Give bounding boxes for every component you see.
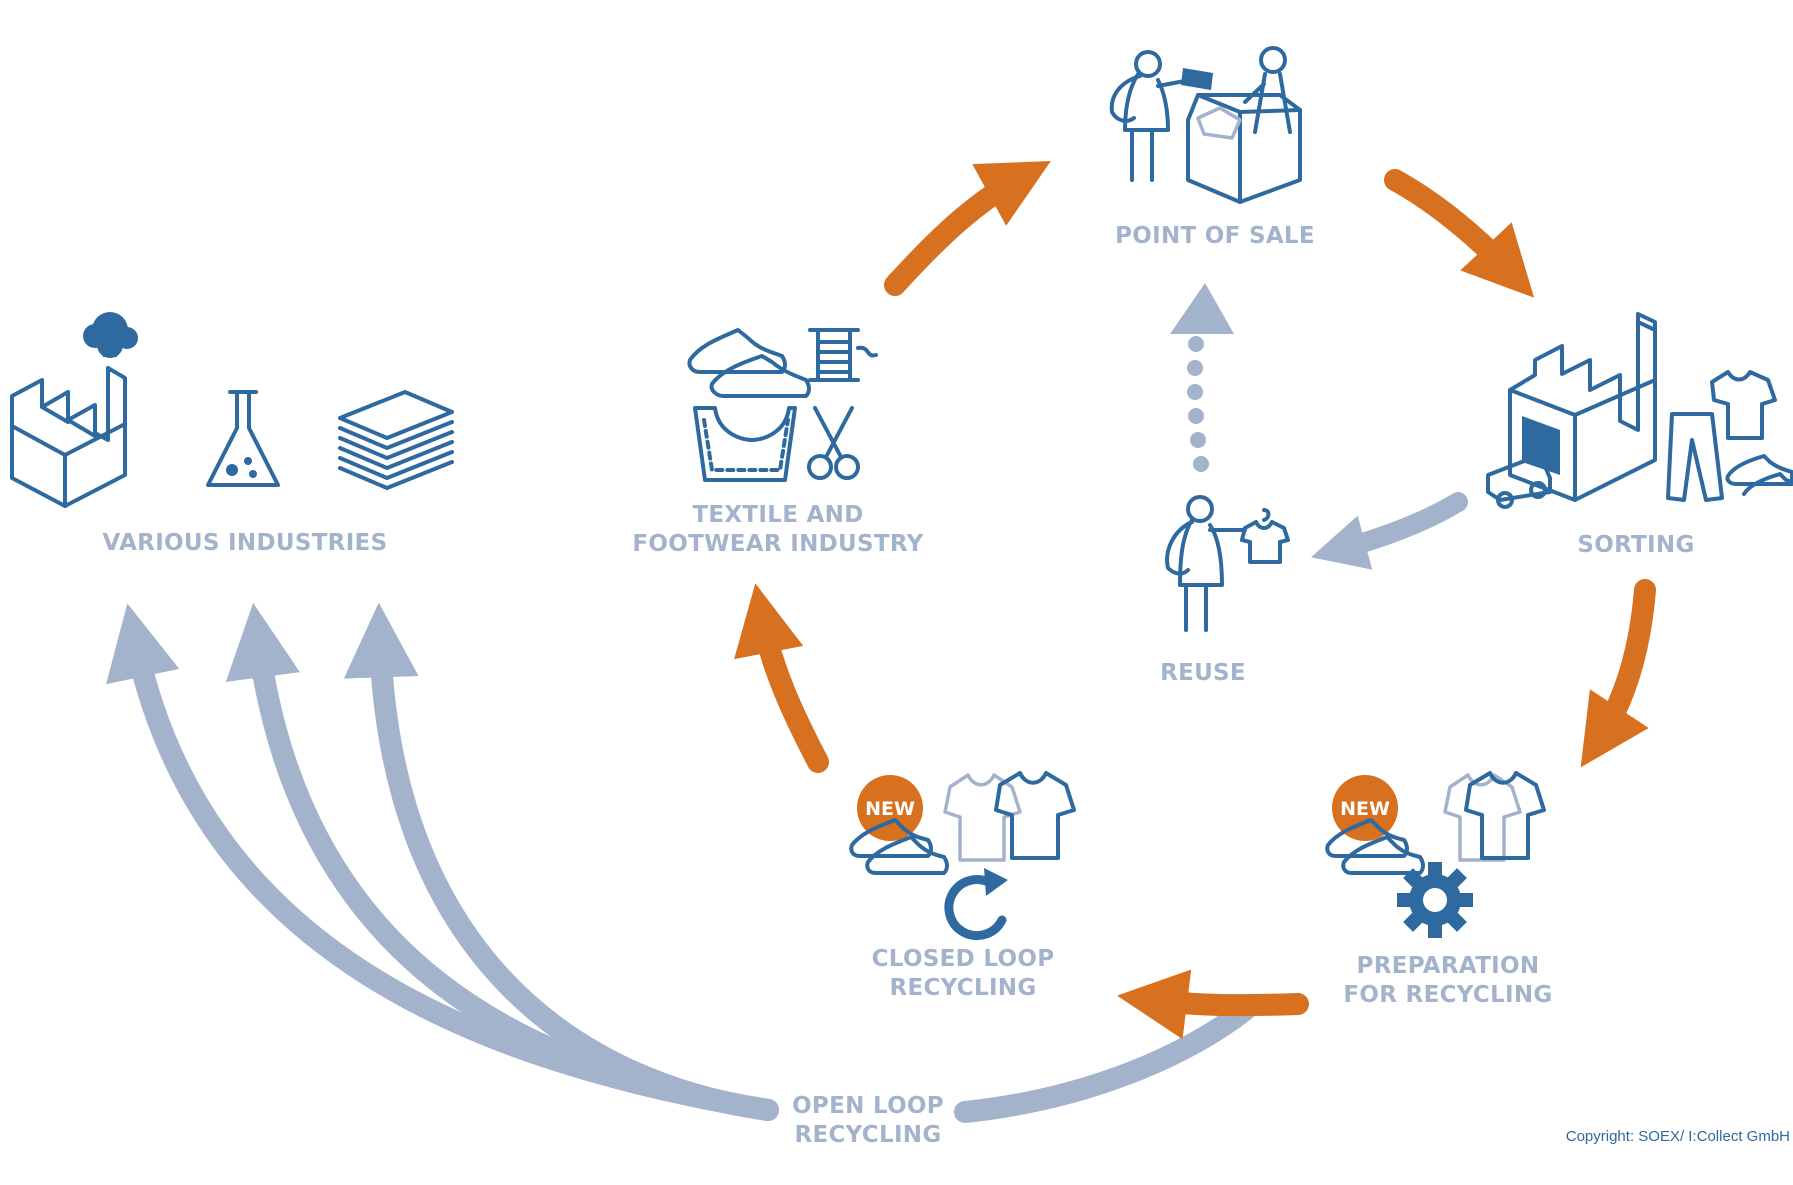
sorting-group [1486, 312, 1793, 509]
label-sorting: SORTING [1577, 532, 1694, 558]
closed-loop-group: NEW [849, 771, 1076, 941]
truck-icon [1486, 453, 1552, 509]
fabric-stack-icon [338, 390, 454, 490]
textile-industry-group [687, 328, 878, 482]
label-textile-line1: TEXTILE AND [692, 502, 863, 528]
sorting-plant-icon [1508, 312, 1657, 502]
new-badge-prep [1332, 775, 1398, 841]
recycle-arrow-icon [944, 868, 1008, 941]
smoke-cloud-icon [83, 312, 138, 358]
arrow-sorting-to-reuse [1310, 492, 1468, 570]
person-holding-shirt-icon [1165, 495, 1290, 632]
shoes-icon [687, 328, 811, 398]
tshirt-icon [1443, 771, 1546, 862]
label-closed-line2: RECYCLING [889, 975, 1036, 1001]
label-various-industries: VARIOUS INDUSTRIES [103, 530, 388, 556]
label-prep-line2: FOR RECYCLING [1343, 982, 1552, 1008]
scissors-icon [807, 406, 860, 480]
label-point-of-sale: POINT OF SALE [1115, 223, 1315, 249]
shoes-icon [1725, 454, 1793, 496]
new-badge-prep-text: NEW [1340, 798, 1390, 820]
label-prep-line1: PREPARATION [1357, 953, 1540, 979]
gear-icon [1397, 862, 1473, 938]
copyright-text: Copyright: SOEX/ I:Collect GmbH [1566, 1128, 1790, 1145]
arrow-sale-to-sorting [1384, 169, 1535, 298]
trousers-icon [1666, 412, 1724, 502]
label-closed-line1: CLOSED LOOP [872, 946, 1055, 972]
factory-icon [10, 366, 127, 508]
open-loop-arrows [106, 602, 1256, 1123]
shoes-icon [849, 818, 949, 875]
preparation-group: NEW [1325, 771, 1546, 938]
cashier-counter-icon [1109, 46, 1302, 204]
new-badge-closed [857, 775, 923, 841]
label-textile-line2: FOOTWEAR INDUSTRY [632, 531, 923, 557]
arrow-closed-to-textile [734, 583, 829, 773]
arrow-sorting-to-prep [1580, 579, 1656, 768]
tank-top-icon [693, 406, 797, 482]
label-open-line2: RECYCLING [794, 1122, 941, 1148]
label-open-line1: OPEN LOOP [792, 1093, 944, 1119]
tshirt-icon [943, 771, 1076, 862]
dotted-arrow-reuse-to-sale [1170, 283, 1234, 472]
open-loop-arrow-2 [225, 602, 779, 1121]
new-badge-closed-text: NEW [865, 798, 915, 820]
cycle-arrows [734, 161, 1656, 1040]
arrow-prep-to-closed [1117, 969, 1309, 1040]
open-loop-arrow-1 [106, 603, 779, 1121]
flask-icon [206, 390, 280, 487]
open-loop-arrow-right [954, 999, 1256, 1123]
reuse-arrows [1170, 283, 1468, 570]
various-industries-group [10, 312, 454, 508]
open-loop-arrow-3 [343, 602, 779, 1121]
tshirt-icon [1710, 370, 1777, 440]
arrow-textile-to-sale [884, 161, 1051, 296]
thread-spool-icon [808, 328, 878, 382]
shoes-icon [1325, 818, 1425, 875]
label-reuse: REUSE [1160, 660, 1246, 686]
